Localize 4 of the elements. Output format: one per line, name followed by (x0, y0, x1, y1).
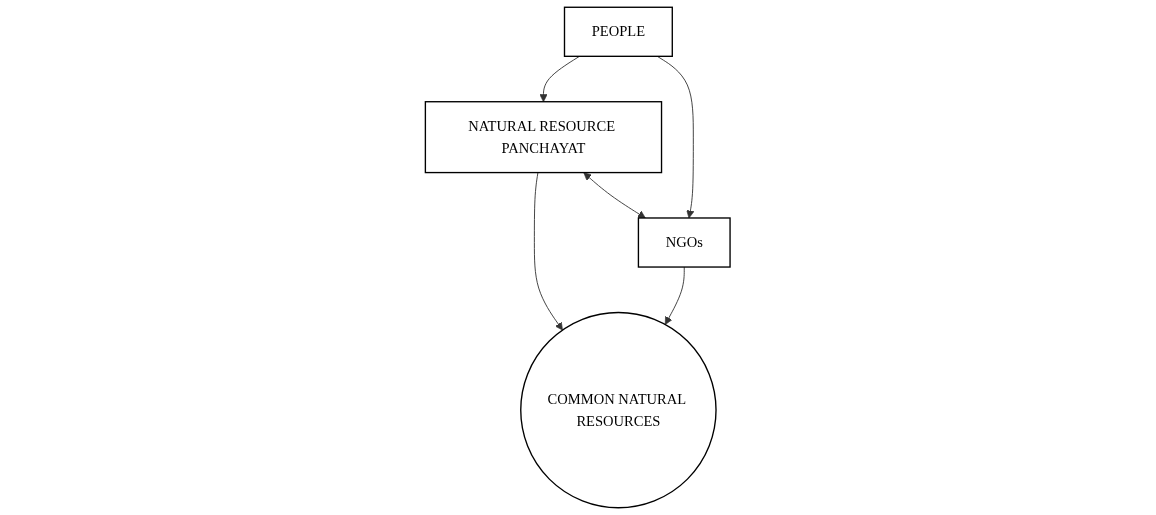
node-box: PEOPLE (564, 6, 674, 57)
node-box: NATURAL RESOURCE PANCHAYAT (425, 101, 663, 174)
node-circle: COMMON NATURAL RESOURCES (520, 311, 717, 509)
node-box: NGOs (638, 217, 731, 268)
